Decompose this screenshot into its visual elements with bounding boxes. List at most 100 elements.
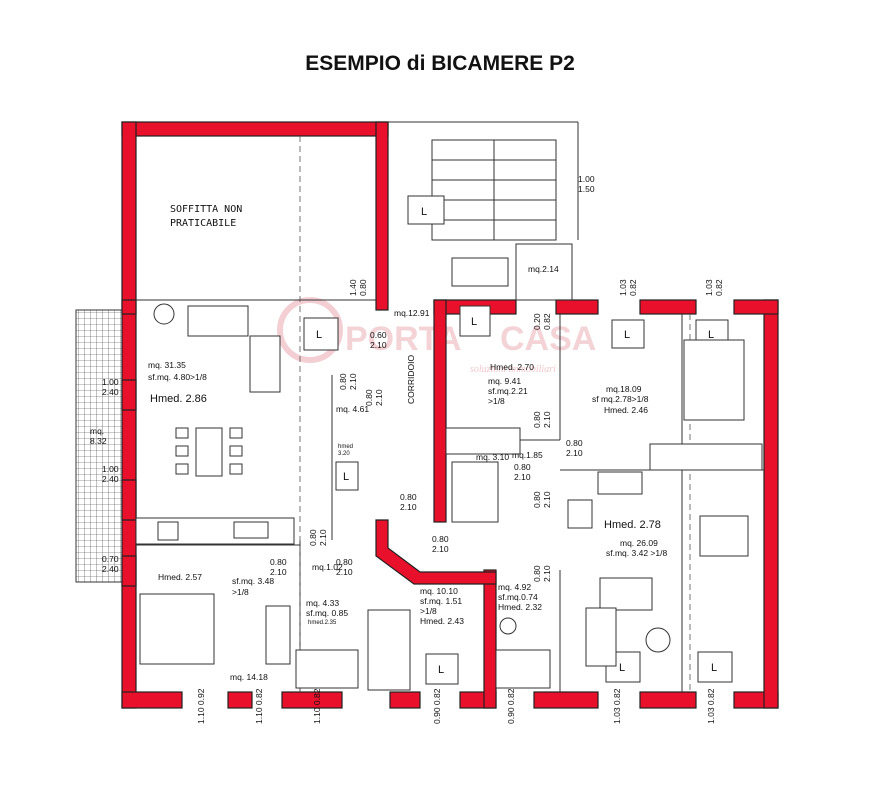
dim-label: 2.10 — [370, 340, 387, 350]
room3-hmed: Hmed. 2.43 — [420, 616, 464, 626]
dim-label: 1.03 — [618, 279, 628, 296]
corridor-area: mq.12.91 — [394, 308, 430, 318]
hall-area: mq.1.85 — [512, 450, 543, 460]
bed2-area: mq.18.09 — [606, 384, 642, 394]
dim-label: 2.10 — [336, 567, 353, 577]
living-hmed: Hmed. 2.86 — [150, 393, 207, 405]
bed1-sf-line2: >1/8 — [232, 587, 249, 597]
kitchen-hmed: Hmed. 2.78 — [604, 519, 661, 531]
bath4-area: mq. 4.92 — [498, 582, 531, 592]
bath2-hmed: hmed.2.35 — [308, 620, 337, 626]
balcony-label-line2: 8.32 — [90, 436, 107, 446]
lift-symbols: L L L L L L L L L — [303, 195, 733, 685]
dim-label: 0.82 — [542, 313, 552, 330]
lift-icon: L — [316, 329, 322, 341]
dim-label: 1.10 0.82 — [254, 688, 264, 724]
lift-icon: L — [421, 206, 427, 218]
dim-label: 2.40 — [102, 564, 119, 574]
dim-label: 0.82 — [714, 279, 724, 296]
dim-label: 2.10 — [566, 448, 583, 458]
bed1-sf-line1: sf.mq. 3.48 — [232, 576, 274, 586]
dim-label: 1.10 0.92 — [196, 688, 206, 724]
lift-icon: L — [438, 664, 444, 676]
bath4-sf: sf.mq.0.74 — [498, 592, 538, 602]
dim-label: 2.10 — [542, 565, 552, 582]
dim-label: 0.80 — [336, 557, 353, 567]
balcony — [75, 309, 123, 583]
lift-icon: L — [619, 662, 625, 674]
bed1-area: mq. 14.18 — [230, 672, 268, 682]
dim-label: 0.80 — [364, 389, 374, 406]
dim-label: 0.20 — [532, 313, 542, 330]
dim-label: 0.80 — [308, 529, 318, 546]
dim-label: 0.80 — [514, 462, 531, 472]
dimension-labels: 1.00 1.50 1.40 0.80 0.60 2.10 0.20 0.82 … — [102, 174, 724, 582]
balcony-label-line1: mq. — [90, 426, 104, 436]
dim-label: 0.82 — [628, 279, 638, 296]
dim-label: 2.10 — [318, 529, 328, 546]
dim-label: 2.10 — [432, 544, 449, 554]
dim-label: 0.60 — [370, 330, 387, 340]
dim-label: 2.40 — [102, 474, 119, 484]
dim-label: 1.03 — [704, 279, 714, 296]
corridor-label: CORRIDOIO — [406, 355, 416, 405]
living-sf: sf.mq. 4.80>1/8 — [148, 372, 207, 382]
dim-label: 2.10 — [400, 502, 417, 512]
attic-label-line2: PRATICABILE — [170, 218, 236, 229]
room4-ratio: >1/8 — [488, 396, 505, 406]
dim-label: 1.03 0.82 — [612, 688, 622, 724]
walls — [121, 121, 779, 709]
bed1-hmed: Hmed. 2.57 — [158, 572, 202, 582]
dim-label: 0.80 — [532, 491, 542, 508]
dim-label: mq.1.02 — [312, 562, 343, 572]
furniture — [135, 303, 763, 691]
dim-label: 0.90 0.82 — [432, 688, 442, 724]
dim-label: 0.80 — [358, 279, 368, 296]
plan-title: ESEMPIO di BICAMERE P2 — [305, 52, 575, 75]
living-area: mq. 31.35 — [148, 360, 186, 370]
dim-label: 1.00 — [102, 377, 119, 387]
interior-lines — [136, 121, 764, 692]
dim-label: 1.00 — [578, 174, 595, 184]
room3-sf: sf.mq. 1.51 — [420, 596, 462, 606]
watermark-brand: CASA — [500, 320, 596, 358]
dim-label: 0.80 — [532, 565, 542, 582]
lift-icon: L — [471, 316, 477, 328]
lift-icon: L — [343, 471, 349, 483]
kitchen-area: mq. 26.09 — [620, 538, 658, 548]
room3-area: mq. 10.10 — [420, 586, 458, 596]
bath1-area: mq. 4.61 — [336, 404, 369, 414]
dim-label: 2.10 — [514, 472, 531, 482]
dim-label: 2.40 — [102, 387, 119, 397]
dim-label: 0.80 — [400, 492, 417, 502]
dim-label: 1.50 — [578, 184, 595, 194]
dim-label: 0.80 — [566, 438, 583, 448]
bath3-area: mq. 3.10 — [476, 452, 509, 462]
kitchen-sf: sf.mq. 3.42 >1/8 — [606, 548, 667, 558]
dim-label: 1.10 0.82 — [312, 688, 322, 724]
bed2-sf: sf mq.2.78>1/8 — [592, 394, 649, 404]
stairs — [431, 139, 573, 301]
room4-hmed: Hmed. 2.70 — [490, 362, 534, 372]
lift-icon: L — [708, 329, 714, 341]
attic-label-line1: SOFFITTA NON — [170, 204, 242, 215]
dim-label: 2.10 — [270, 567, 287, 577]
dim-label: 2.10 — [542, 411, 552, 428]
dim-label: 2.10 — [374, 389, 384, 406]
dim-label: 0.80 — [270, 557, 287, 567]
bed2-hmed: Hmed. 2.46 — [604, 405, 648, 415]
watermark-tagline: soluzioni immobiliari — [470, 364, 556, 375]
stair-area: mq.2.14 — [528, 264, 559, 274]
dim-label: 1.00 — [102, 464, 119, 474]
dim-label: 0.80 — [532, 411, 542, 428]
room4-area: mq. 9.41 — [488, 376, 521, 386]
room4-sf: sf.mq.2.21 — [488, 386, 528, 396]
room-labels: SOFFITTA NON PRATICABILE mq. 31.35 sf.mq… — [90, 204, 667, 682]
lift-icon: L — [711, 662, 717, 674]
dim-label: 0.70 — [102, 554, 119, 564]
dim-label: 1.40 — [348, 279, 358, 296]
dim-label: 0.80 — [432, 534, 449, 544]
bath1-hmed-line1: hmed — [338, 444, 353, 450]
dim-label: 2.10 — [542, 491, 552, 508]
